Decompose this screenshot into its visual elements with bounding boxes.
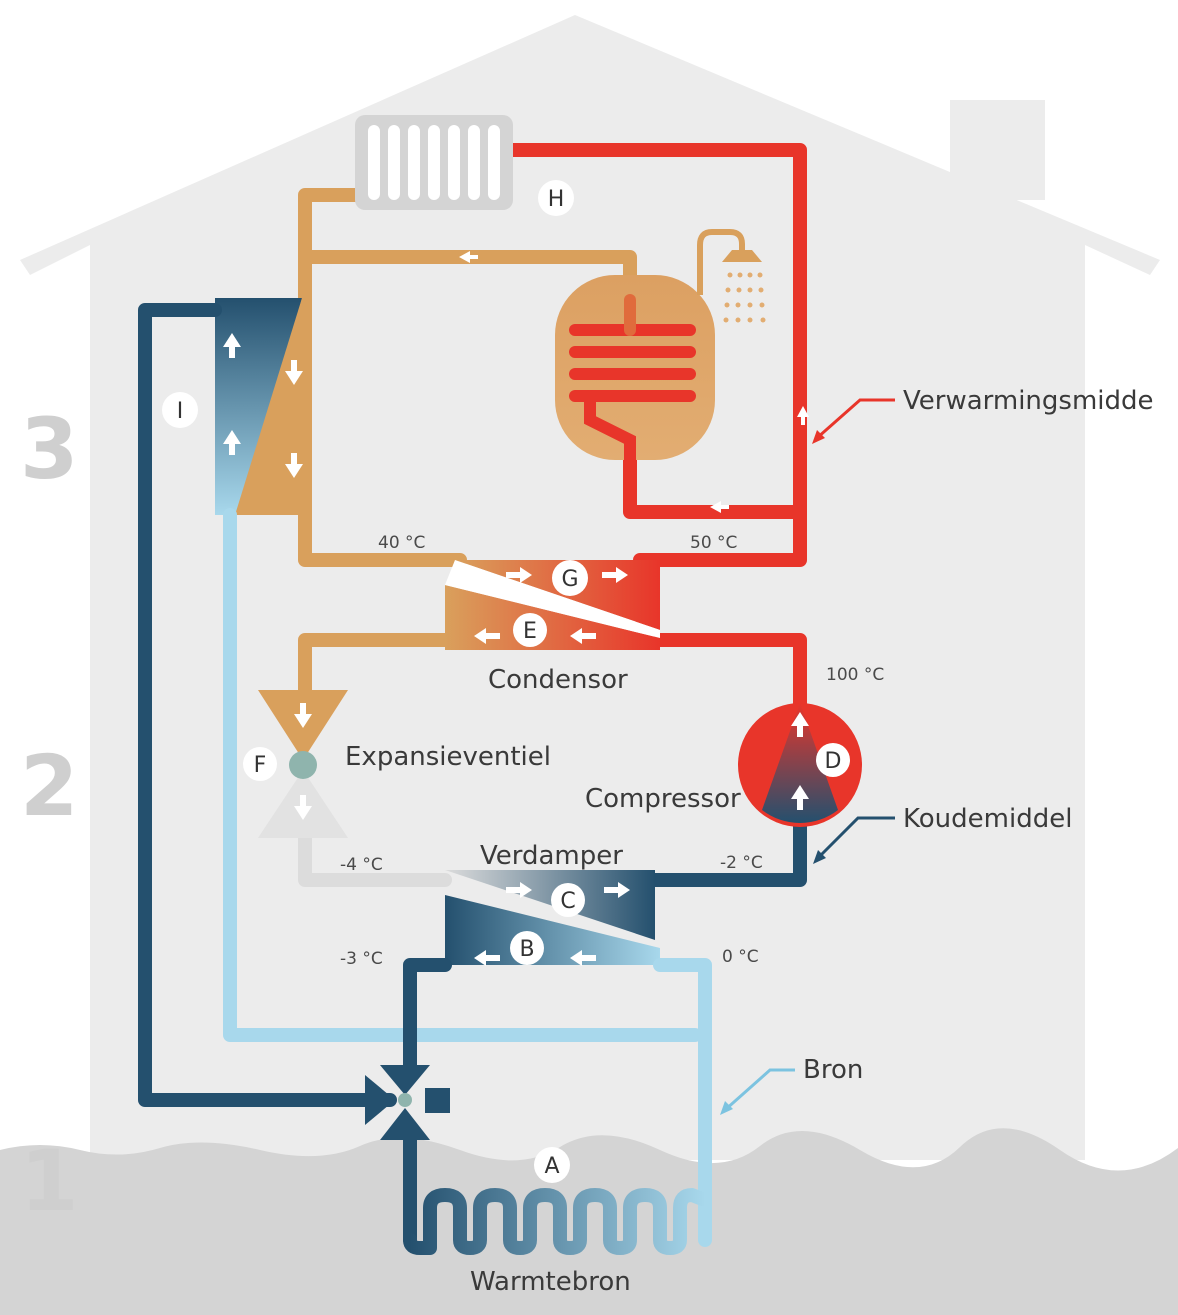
temp-100: 100 °C — [826, 665, 884, 685]
callout-lines — [720, 398, 895, 1115]
temp-0: 0 °C — [722, 947, 759, 967]
refrigerant-circuit — [298, 633, 807, 887]
evaporator-exchanger — [445, 870, 660, 965]
marker-h: H — [548, 187, 565, 212]
label-verwarmingsmiddel: Verwarmingsmidde — [903, 386, 1154, 416]
marker-b: B — [519, 937, 534, 962]
temp-minus-4: -4 °C — [340, 855, 383, 875]
flow-arrows — [223, 251, 809, 966]
marker-d: D — [825, 749, 842, 774]
label-expansieventiel: Expansieventiel — [345, 742, 551, 772]
level-2: 2 — [20, 737, 78, 835]
label-koudemiddel: Koudemiddel — [903, 804, 1072, 834]
temp-minus-3: -3 °C — [340, 949, 383, 969]
source-circuit — [138, 303, 712, 1255]
shower-icon — [697, 229, 766, 323]
label-compressor: Compressor — [585, 784, 741, 814]
label-bron: Bron — [803, 1055, 863, 1085]
label-warmtebron: Warmtebron — [470, 1267, 631, 1297]
temp-minus-2: -2 °C — [720, 853, 763, 873]
marker-c: C — [560, 889, 575, 914]
marker-g: G — [561, 567, 578, 592]
ground — [0, 1128, 1178, 1315]
temp-40: 40 °C — [378, 533, 425, 553]
marker-f: F — [254, 753, 267, 778]
marker-a: A — [544, 1154, 559, 1179]
markers: A B C D E F G H I — [162, 180, 850, 1183]
boiler-icon — [555, 275, 715, 518]
exchanger-i — [215, 298, 305, 515]
radiator-icon — [355, 115, 513, 210]
level-3: 3 — [20, 400, 78, 498]
label-condensor: Condensor — [488, 665, 628, 695]
label-verdamper: Verdamper — [480, 841, 623, 871]
level-1: 1 — [20, 1132, 78, 1230]
temp-50: 50 °C — [690, 533, 737, 553]
marker-e: E — [523, 619, 537, 644]
marker-i: I — [177, 399, 184, 424]
three-way-valve-icon — [365, 1065, 450, 1140]
compressor-icon — [738, 703, 862, 827]
